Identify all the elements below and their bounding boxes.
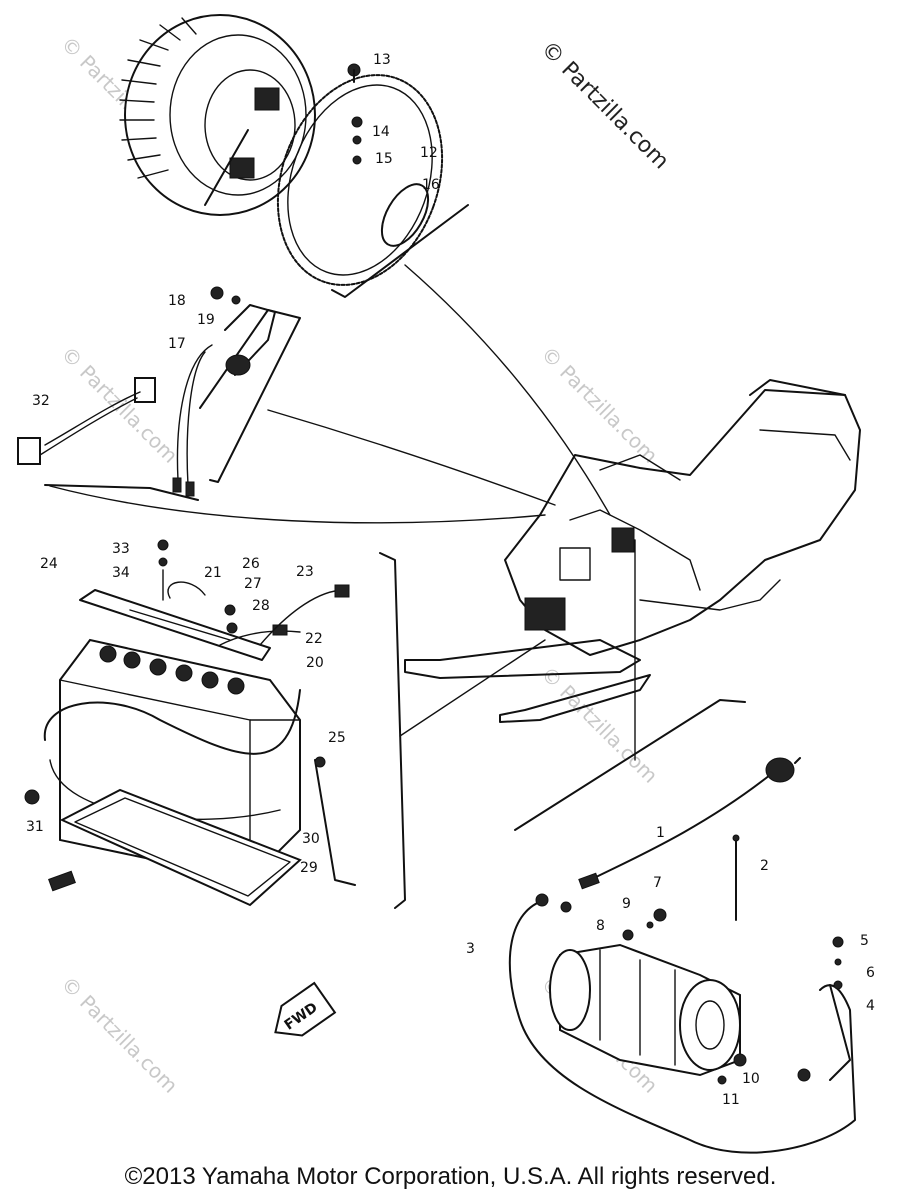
battery-assembly	[24, 539, 356, 907]
callout-1: 1	[656, 825, 665, 841]
regulator-bracket	[172, 286, 301, 497]
watermark-main: © Partzilla.com	[536, 37, 674, 175]
callout-7: 7	[653, 875, 662, 891]
callout-31: 31	[26, 819, 44, 835]
callout-numbers: 1 2 3 4 5 6 7 8 9 10 11 12 13 14 15 16 1…	[26, 52, 875, 1108]
callout-6: 6	[866, 965, 875, 981]
leader-lines	[49, 264, 746, 909]
faint-watermarks: © Partzilla.com © Partzilla.com © Partzi…	[56, 32, 662, 1098]
callout-26: 26	[242, 556, 260, 572]
watermark-faint: © Partzilla.com	[536, 342, 662, 468]
callout-17: 17	[168, 336, 186, 352]
snowmobile	[404, 379, 861, 723]
callout-8: 8	[596, 918, 605, 934]
callout-28: 28	[252, 598, 270, 614]
ring-gear	[276, 63, 469, 298]
callout-32: 32	[32, 393, 50, 409]
callout-23: 23	[296, 564, 314, 580]
callout-33: 33	[112, 541, 130, 557]
copyright-notice: ©2013 Yamaha Motor Corporation, U.S.A. A…	[124, 1163, 777, 1190]
callout-5: 5	[860, 933, 869, 949]
flywheel-magneto	[119, 14, 316, 216]
callout-11: 11	[722, 1092, 740, 1108]
callout-9: 9	[622, 896, 631, 912]
callout-20: 20	[306, 655, 324, 671]
callout-29: 29	[300, 860, 318, 876]
starter-cable	[578, 757, 801, 890]
callout-2: 2	[760, 858, 769, 874]
callout-14: 14	[372, 124, 390, 140]
callout-18: 18	[168, 293, 186, 309]
callout-22: 22	[305, 631, 323, 647]
watermark-faint: © Partzilla.com	[536, 662, 662, 788]
watermark-faint: © Partzilla.com	[56, 972, 182, 1098]
callout-4: 4	[866, 998, 875, 1014]
callout-21: 21	[204, 565, 222, 581]
callout-25: 25	[328, 730, 346, 746]
callout-24: 24	[40, 556, 58, 572]
callout-30: 30	[302, 831, 320, 847]
callout-34: 34	[112, 565, 130, 581]
callout-10: 10	[742, 1071, 760, 1087]
wire-harness-32	[17, 377, 199, 501]
watermark-faint: © Partzilla.com	[56, 342, 182, 468]
fwd-marker: FWD	[274, 981, 337, 1037]
callout-15: 15	[375, 151, 393, 167]
callout-16: 16	[422, 177, 440, 193]
starter-motor-assembly	[508, 757, 856, 1154]
callout-3: 3	[466, 941, 475, 957]
callout-12: 12	[420, 145, 438, 161]
callout-27: 27	[244, 576, 262, 592]
callout-13: 13	[373, 52, 391, 68]
battery-caps	[99, 645, 245, 695]
callout-19: 19	[197, 312, 215, 328]
